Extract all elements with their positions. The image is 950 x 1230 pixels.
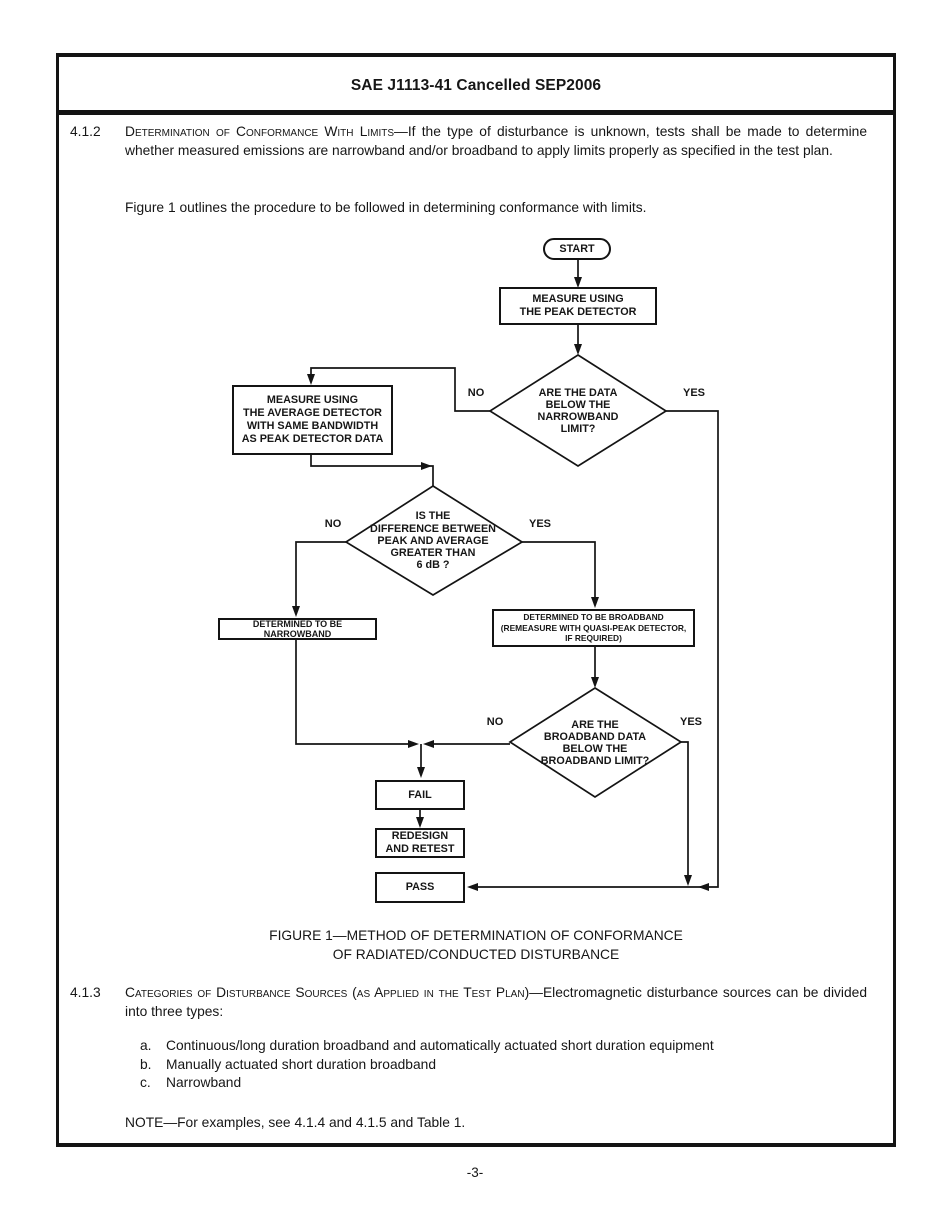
section-412-number: 4.1.2 bbox=[70, 124, 101, 139]
narrowband-limit-decision-label: ARE THE DATA BELOW THE NARROWBAND LIMIT? bbox=[537, 386, 619, 436]
list-item-letter: b. bbox=[140, 1056, 152, 1072]
section-412-paragraph: Determination of Conformance With Limits… bbox=[125, 122, 867, 160]
yes-label-difference-decision: YES bbox=[528, 518, 551, 530]
page-number: -3- bbox=[466, 1165, 484, 1180]
section-413-number: 4.1.3 bbox=[70, 985, 101, 1000]
determined-broadband-box: DETERMINED TO BE BROADBAND (REMEASURE WI… bbox=[492, 609, 695, 647]
list-item-text: Continuous/long duration broadband and a… bbox=[166, 1038, 714, 1053]
list-item-letter: c. bbox=[140, 1075, 151, 1091]
section-412-heading: Determination of Conformance With Limits bbox=[125, 124, 395, 139]
note-text: NOTE—For examples, see 4.1.4 and 4.1.5 a… bbox=[125, 1115, 466, 1130]
list-item-text: Narrowband bbox=[166, 1075, 242, 1091]
document-title: SAE J1113-41 Cancelled SEP2006 bbox=[350, 77, 602, 94]
determined-narrowband-box: DETERMINED TO BE NARROWBAND bbox=[218, 618, 377, 640]
pass-box: PASS bbox=[375, 872, 465, 903]
disturbance-type-list: a. Continuous/long duration broadband an… bbox=[140, 1037, 870, 1093]
yes-label-narrowband-decision: YES bbox=[682, 387, 705, 399]
section-412-body: —If the type of disturbance is unknown, … bbox=[125, 124, 868, 158]
start-terminal: START bbox=[543, 238, 611, 260]
measure-average-box: MEASURE USING THE AVERAGE DETECTOR WITH … bbox=[232, 385, 393, 455]
list-item: a. Continuous/long duration broadband an… bbox=[140, 1037, 870, 1056]
no-label-difference-decision: NO bbox=[324, 518, 342, 530]
list-item-letter: a. bbox=[140, 1038, 152, 1053]
list-item: b. Manually actuated short duration broa… bbox=[140, 1056, 870, 1075]
no-label-narrowband-decision: NO bbox=[467, 387, 485, 399]
section-413-paragraph: Categories of Disturbance Sources (as Ap… bbox=[125, 983, 867, 1021]
no-label-broadband-decision: NO bbox=[486, 716, 504, 728]
fail-box: FAIL bbox=[375, 780, 465, 810]
section-413-heading: Categories of Disturbance Sources (as Ap… bbox=[125, 985, 530, 1000]
section-413-body: —Electromagnetic disturbance sources can… bbox=[125, 985, 867, 1019]
figure-intro: Figure 1 outlines the procedure to be fo… bbox=[125, 200, 647, 215]
page-body-frame bbox=[56, 110, 896, 1147]
figure-caption: FIGURE 1—METHOD OF DETERMINATION OF CONF… bbox=[269, 928, 683, 962]
page-header: SAE J1113-41 Cancelled SEP2006 bbox=[56, 53, 896, 115]
difference-decision-label: IS THE DIFFERENCE BETWEEN PEAK AND AVERA… bbox=[370, 510, 496, 572]
yes-label-broadband-decision: YES bbox=[679, 716, 702, 728]
list-item-text: Manually actuated short duration broadba… bbox=[166, 1056, 436, 1072]
redesign-retest-box: REDESIGN AND RETEST bbox=[375, 828, 465, 858]
list-item: c. Narrowband bbox=[140, 1074, 870, 1093]
broadband-limit-decision-label: ARE THE BROADBAND DATA BELOW THE BROADBA… bbox=[540, 718, 650, 768]
measure-peak-box: MEASURE USING THE PEAK DETECTOR bbox=[499, 287, 657, 325]
